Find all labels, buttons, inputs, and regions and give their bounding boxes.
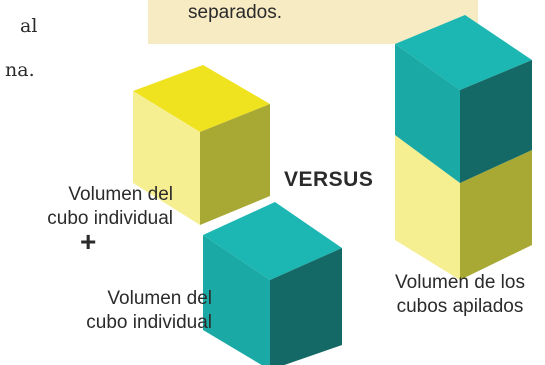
stacked-teal-left bbox=[395, 44, 460, 183]
body-text-fragment-2: na. bbox=[5, 59, 35, 81]
versus-label: VERSUS bbox=[284, 168, 374, 191]
plus-sign: + bbox=[80, 226, 97, 257]
stacked-teal-right bbox=[460, 60, 532, 183]
yellow-cube-top bbox=[133, 65, 270, 132]
label-stacked-cubes: Volumen de los cubos apilados bbox=[376, 271, 544, 319]
yellow-cube-left bbox=[133, 91, 200, 225]
label-individual-cube-bottom: Volumen del cubo individual bbox=[86, 287, 212, 335]
label-individual-cube-top: Volumen del cubo individual bbox=[47, 183, 173, 231]
stacked-yellow-left bbox=[395, 135, 460, 280]
stacked-yellow-right bbox=[460, 150, 532, 280]
yellow-cube-right bbox=[200, 104, 270, 225]
teal-cube-right bbox=[270, 248, 342, 365]
label-line: cubos apilados bbox=[396, 296, 524, 317]
stacked-top-teal-cube bbox=[395, 15, 532, 183]
label-line: Volumen de los bbox=[395, 272, 525, 293]
teal-cube bbox=[203, 202, 342, 365]
yellow-cube bbox=[133, 65, 270, 225]
teal-cube-left bbox=[203, 235, 270, 365]
body-text-fragment-1: al bbox=[20, 15, 38, 37]
teal-cube-top bbox=[203, 202, 342, 280]
stacked-bottom-yellow-cube bbox=[395, 135, 532, 280]
label-line: Volumen del bbox=[68, 184, 173, 205]
label-line: cubo individual bbox=[47, 208, 173, 229]
stacked-teal-top bbox=[395, 15, 532, 90]
label-line: cubo individual bbox=[86, 312, 212, 333]
note-text: separados. bbox=[188, 2, 283, 23]
label-line: Volumen del bbox=[107, 288, 212, 309]
